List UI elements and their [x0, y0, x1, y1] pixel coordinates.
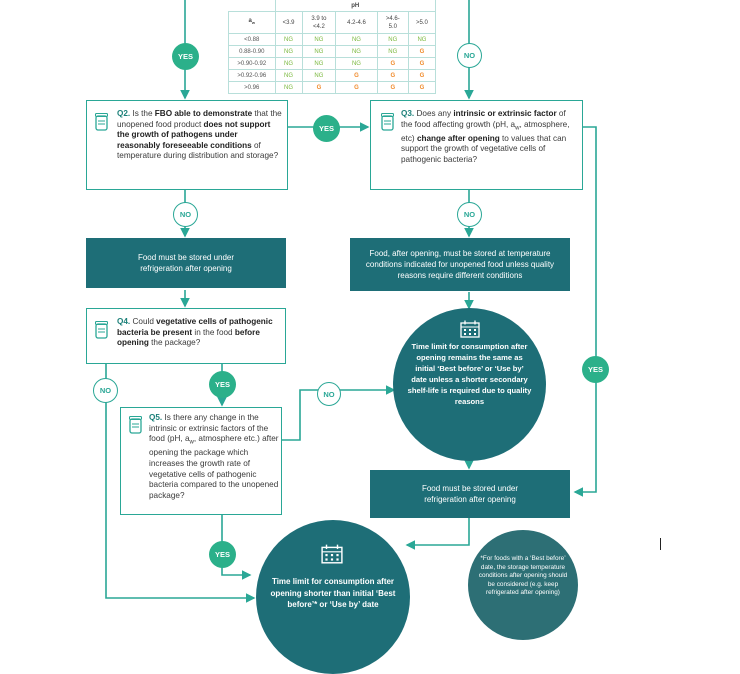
after-opening-storage-box: Food, after opening, must be stored at t…	[350, 238, 570, 291]
text-cursor	[660, 538, 661, 550]
table-cell: NG	[376, 33, 409, 46]
jar-icon	[95, 113, 108, 131]
table-cell: G	[376, 57, 409, 70]
line-q5-yes	[221, 515, 252, 580]
table-cell: G	[407, 57, 437, 70]
question-q5-box: Q5. Is there any change in the intrinsic…	[120, 407, 282, 515]
table-cell: NG	[301, 33, 337, 46]
table-cell: G	[407, 81, 437, 94]
jar-icon	[381, 113, 394, 131]
question-q5-text: Q5. Is there any change in the intrinsic…	[149, 413, 279, 500]
table-cell: NG	[274, 45, 303, 58]
table-cell: G	[376, 81, 409, 94]
table-cell: NG	[376, 45, 409, 58]
yes-badge-q5: YES	[209, 541, 236, 568]
table-col-header: <3.9	[274, 11, 303, 34]
time-limit-same-circle: Time limit for consumption after opening…	[393, 308, 546, 461]
table-cell: NG	[407, 33, 437, 46]
question-q2-text: Q2. Is the FBO able to demonstrate that …	[117, 109, 282, 161]
jar-icon	[129, 416, 142, 434]
line-q3-yes-right	[573, 126, 597, 497]
table-row: >0.96 NG G G G G	[228, 81, 437, 94]
table-aw-header: aw	[228, 11, 276, 34]
table-cell: NG	[274, 81, 303, 94]
calendar-icon	[321, 544, 343, 564]
table-row-aw: <0.88	[228, 33, 276, 46]
line-q5-no	[282, 385, 396, 441]
line-q4-no	[105, 363, 256, 603]
yes-badge-q2: YES	[313, 115, 340, 142]
table-cell: NG	[301, 57, 337, 70]
question-q4-box: Q4. Could vegetative cells of pathogenic…	[86, 308, 286, 364]
table-row: >0.90-0.92 NG NG NG G G	[228, 57, 437, 70]
table-cell: G	[335, 81, 378, 94]
footnote-circle: *For foods with a ‘Best before’ date, th…	[468, 530, 578, 640]
yes-badge-right: YES	[582, 356, 609, 383]
table-cell: G	[335, 69, 378, 82]
table-row-aw: >0.92-0.96	[228, 69, 276, 82]
jar-icon	[95, 321, 108, 339]
table-cell: NG	[274, 33, 303, 46]
question-q2-box: Q2. Is the FBO able to demonstrate that …	[86, 100, 288, 190]
table-col-header: >5.0	[407, 11, 437, 34]
ph-aw-table: pH aw <3.9 3.9 to <4.2 4.2-4.6 >4.6- 5.0…	[228, 0, 437, 94]
time-limit-shorter-text: Time limit for consumption after opening…	[270, 577, 396, 609]
no-badge-top-right: NO	[457, 43, 482, 68]
time-limit-shorter-circle: Time limit for consumption after opening…	[256, 520, 410, 674]
question-q3-box: Q3. Does any intrinsic or extrinsic fact…	[370, 100, 583, 190]
table-row: >0.92-0.96 NG NG G G G	[228, 69, 437, 82]
table-row-aw: 0.88-0.90	[228, 45, 276, 58]
table-cell: NG	[335, 33, 378, 46]
table-col-header: >4.6- 5.0	[376, 11, 409, 34]
table-cell: NG	[335, 45, 378, 58]
no-badge-q3: NO	[457, 202, 482, 227]
table-row: 0.88-0.90 NG NG NG NG G	[228, 45, 437, 58]
no-badge-q2: NO	[173, 202, 198, 227]
refrigeration-box-right: Food must be stored under refrigeration …	[370, 470, 570, 518]
calendar-icon	[459, 320, 480, 338]
line-refrig-bottom	[405, 518, 470, 550]
question-q3-text: Q3. Does any intrinsic or extrinsic fact…	[401, 109, 570, 165]
question-q4-text: Q4. Could vegetative cells of pathogenic…	[117, 317, 273, 348]
table-cell: G	[407, 69, 437, 82]
refrigeration-box-left: Food must be stored under refrigeration …	[86, 238, 286, 288]
table-cell: G	[376, 69, 409, 82]
table-row-aw: >0.96	[228, 81, 276, 94]
table-cell: G	[301, 81, 337, 94]
time-limit-same-text: Time limit for consumption after opening…	[407, 342, 532, 406]
yes-badge-top-left: YES	[172, 43, 199, 70]
table-row: <0.88 NG NG NG NG NG	[228, 33, 437, 46]
no-badge-q4: NO	[93, 378, 118, 403]
yes-badge-q4: YES	[209, 371, 236, 398]
table-cell: NG	[274, 57, 303, 70]
table-cell: G	[407, 45, 437, 58]
table-ph-header: pH	[274, 0, 436, 12]
table-cell: NG	[274, 69, 303, 82]
table-cell: NG	[335, 57, 378, 70]
table-col-header: 3.9 to <4.2	[301, 11, 337, 34]
no-badge-q5: NO	[317, 382, 341, 406]
table-cell: NG	[301, 69, 337, 82]
table-col-header: 4.2-4.6	[335, 11, 378, 34]
table-row-aw: >0.90-0.92	[228, 57, 276, 70]
table-cell: NG	[301, 45, 337, 58]
